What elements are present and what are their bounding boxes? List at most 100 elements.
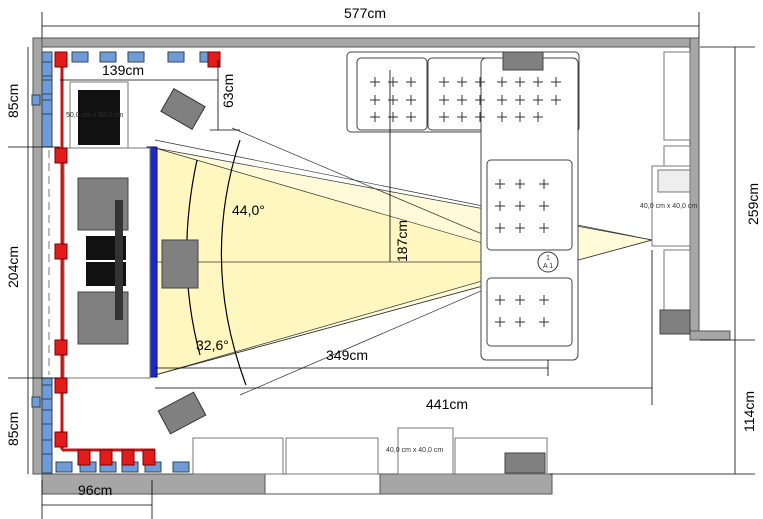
tuft-mark [539, 317, 549, 327]
bottom-furniture: 40,0 cm x 40,0 cm [192, 427, 548, 475]
right-box-inner [657, 169, 691, 193]
tuft-mark [515, 179, 525, 189]
tuft-mark [515, 317, 525, 327]
acoustic-panel [127, 51, 145, 63]
speaker-node [54, 243, 68, 260]
wall-outlet [31, 94, 41, 106]
dimension-labels: 577cm 259cm 114cm 85cm 204cm 85cm 96cm 1… [5, 5, 761, 498]
seat-label-bottom: A 1 [543, 263, 553, 270]
sofa-tufting [370, 77, 561, 327]
dim-top-small: 63cm [220, 74, 236, 108]
speaker-node [207, 51, 221, 68]
tuft-mark [406, 112, 416, 122]
speaker-node [54, 339, 68, 356]
dimension-lines [8, 12, 755, 519]
acoustic-panel [167, 51, 185, 63]
tuft-mark [439, 77, 449, 87]
dim-angle-wide: 44,0° [232, 202, 265, 218]
wall-outlet [31, 396, 41, 408]
dim-angle-narrow: 32,6° [196, 337, 229, 353]
dim-left-middle: 204cm [5, 246, 21, 288]
bottom-box-label: 40,0 cm x 40,0 cm [386, 447, 443, 454]
tuft-mark [515, 295, 525, 305]
tuft-mark [539, 201, 549, 211]
right-side: 40,0 cm x 40,0 cm [640, 51, 697, 335]
dim-lower-depth: 114cm [741, 391, 757, 432]
seat-marker: 1 A 1 [537, 251, 559, 273]
tuft-mark [551, 95, 561, 105]
tuft-mark [533, 77, 543, 87]
rear-speaker [659, 309, 691, 335]
seat-label-top: 1 [546, 255, 550, 262]
sofa [346, 51, 580, 361]
top-wall [32, 37, 700, 48]
seat-circle [537, 251, 559, 273]
dim-back: 441cm [426, 396, 468, 412]
dim-room-width: 577cm [344, 5, 386, 21]
front-stage: 50,0 cm x 50,0 cm [63, 81, 199, 379]
acoustic-panel [55, 461, 73, 473]
surround-speakers [157, 88, 207, 435]
acoustic-panel [71, 51, 89, 63]
right-cabinet-mid [663, 145, 691, 167]
right-wall [689, 37, 700, 341]
right-cabinet-top [663, 51, 691, 141]
subwoofer [78, 90, 120, 145]
tuft-mark [515, 223, 525, 233]
tuft-mark [475, 95, 485, 105]
dim-screen-seat: 187cm [394, 220, 410, 262]
speaker-node [54, 51, 68, 68]
bottom-cabinet [192, 437, 284, 475]
speaker-node [54, 377, 68, 394]
acoustic-panel [41, 409, 53, 425]
tuft-mark [457, 95, 467, 105]
tuft-mark [406, 77, 416, 87]
sofa-cushion [356, 57, 428, 131]
tuft-mark [497, 112, 507, 122]
walls [32, 37, 731, 495]
bottom-speaker [504, 452, 546, 474]
tuft-mark [495, 179, 505, 189]
acoustic-panel [41, 79, 53, 95]
tuft-mark [515, 95, 525, 105]
tuft-mark [539, 223, 549, 233]
tuft-mark [495, 223, 505, 233]
acoustic-panel [41, 61, 53, 77]
dim-top-inner: 139cm [102, 62, 144, 78]
side-box-label: 40,0 cm x 40,0 cm [640, 203, 697, 210]
tuft-mark [533, 95, 543, 105]
tuft-mark [495, 201, 505, 211]
tuft-mark [495, 295, 505, 305]
tuft-mark [533, 112, 543, 122]
speaker-nodes [54, 51, 221, 466]
tuft-mark [475, 77, 485, 87]
top-acoustic-panels [41, 51, 217, 473]
sofa-cushion [486, 159, 573, 251]
tuft-mark [406, 95, 416, 105]
dim-bottom-left: 96cm [78, 482, 112, 498]
acoustic-panel [172, 461, 190, 473]
acoustic-panel [41, 99, 53, 115]
right-wall-return [689, 330, 731, 341]
tuft-mark [497, 77, 507, 87]
tuft-mark [539, 295, 549, 305]
angle-arc-wide [220, 139, 247, 386]
tv-size-label: 50,0 cm x 50,0 cm [66, 112, 123, 119]
speaker-node [77, 449, 91, 466]
acoustic-panel [99, 51, 117, 63]
tuft-mark [515, 77, 525, 87]
tuft-mark [475, 112, 485, 122]
acoustic-panel [41, 384, 53, 400]
dim-left-top: 85cm [5, 84, 21, 118]
bottom-box [397, 427, 454, 475]
tuft-mark [515, 201, 525, 211]
speaker-node [54, 431, 68, 448]
dim-room-depth: 259cm [745, 183, 761, 225]
tuft-mark [370, 95, 380, 105]
left-wall [32, 37, 43, 475]
sofa-cushion [427, 57, 489, 131]
tuft-mark [457, 112, 467, 122]
dim-left-bottom: 85cm [5, 412, 21, 446]
tuft-mark [370, 112, 380, 122]
